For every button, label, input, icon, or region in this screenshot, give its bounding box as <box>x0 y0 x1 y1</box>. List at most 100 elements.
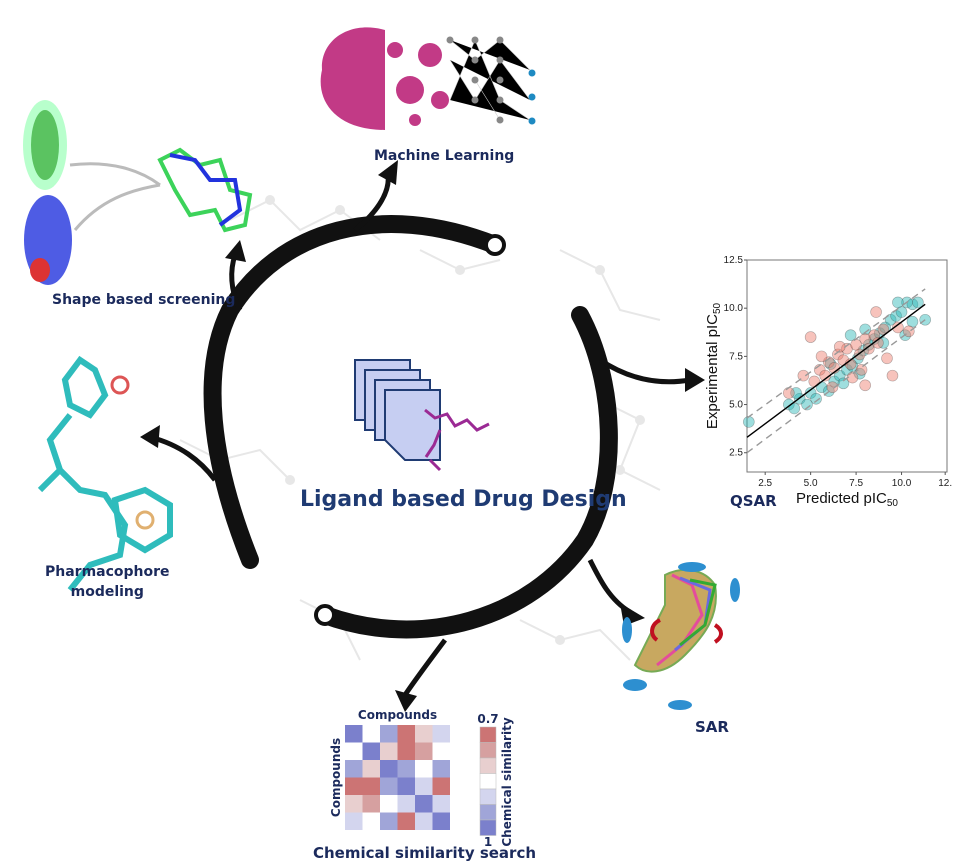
heatmap-cell <box>380 795 398 813</box>
heatmap-cell <box>432 725 450 743</box>
data-point-test <box>868 329 881 341</box>
pharmacophore-label-line1: Pharmacophore <box>45 564 170 580</box>
heatmap-cell <box>432 760 450 778</box>
x-axis-label-subscript: 50 <box>887 498 899 509</box>
heatmap-cell <box>380 742 398 760</box>
colorbar-bottom-label: 1 <box>484 835 492 849</box>
colorbar-swatch <box>479 804 497 821</box>
ligand-document-icon <box>354 359 490 472</box>
data-point-train <box>790 387 802 399</box>
y-tick-label: 2.5 <box>729 448 743 459</box>
data-point-test <box>808 375 821 388</box>
x-axis-label: Predicted pIC50 <box>796 490 898 509</box>
data-point-test <box>881 352 893 365</box>
data-point-test <box>804 331 817 343</box>
colorbar-top-label: 0.7 <box>477 712 498 726</box>
bottom-arc-handle <box>314 604 336 626</box>
sar-binding-pocket <box>622 562 740 710</box>
heatmap-cell <box>397 795 415 813</box>
heatmap-cell <box>380 777 398 795</box>
y-tick-label: 10.0 <box>724 303 744 314</box>
heatmap-cell <box>415 760 433 778</box>
heatmap-cell <box>362 812 380 830</box>
data-point-test <box>859 379 871 392</box>
heatmap-cell <box>362 760 380 778</box>
pharmacophore-molecule <box>37 355 173 592</box>
data-point-train <box>846 360 859 372</box>
heatmap-column-label: Compounds <box>358 708 437 722</box>
data-point-train <box>892 296 904 309</box>
data-point-test <box>815 350 828 363</box>
heatmap-cell <box>397 777 415 795</box>
data-point-train <box>906 298 919 311</box>
data-point-test <box>886 369 899 382</box>
y-tick-label: 5.0 <box>729 400 743 411</box>
lower-band-line <box>746 319 926 454</box>
heatmap-cell <box>345 812 363 830</box>
data-point-test <box>826 381 839 394</box>
machine-learning-brain-icon <box>320 27 536 130</box>
colorbar-swatch <box>479 819 497 836</box>
upper-band-line <box>746 288 926 419</box>
sar-label: SAR <box>695 718 729 736</box>
heatmap-cell <box>362 795 380 813</box>
heatmap-cell <box>415 777 433 795</box>
heatmap-cell <box>432 777 450 795</box>
heatmap-cell <box>415 742 433 760</box>
data-point-train <box>844 329 857 341</box>
cycle-arrows <box>140 160 705 712</box>
heatmap-cell <box>415 725 433 743</box>
top-arc-handle <box>484 234 506 256</box>
data-point-train <box>877 337 890 349</box>
y-axis-label: Experimental pIC50 <box>704 302 723 429</box>
heatmap-cell <box>397 742 415 760</box>
data-point-test <box>859 333 871 345</box>
heatmap-cell <box>415 812 433 830</box>
y-tick-label: 7.5 <box>729 351 743 362</box>
data-point-test <box>841 342 853 355</box>
data-point-train <box>895 306 908 318</box>
data-point-train <box>804 387 817 399</box>
heatmap-row-label: Compounds <box>329 738 343 817</box>
data-point-train <box>906 315 919 328</box>
heatmap-cell <box>380 760 398 778</box>
data-point-test <box>823 356 835 368</box>
data-point-test <box>863 342 875 355</box>
heatmap-cell <box>397 760 415 778</box>
data-point-train <box>810 392 822 405</box>
data-point-test <box>870 306 882 318</box>
heatmap-cell <box>345 795 363 813</box>
data-point-train <box>824 358 837 370</box>
heatmap-cell <box>345 725 363 743</box>
data-point-train <box>912 296 924 309</box>
heatmap-cell <box>397 812 415 830</box>
heatmap-cell <box>397 725 415 743</box>
heatmap-cell <box>362 725 380 743</box>
colorbar-swatch <box>479 788 497 805</box>
heatmap-cell <box>380 725 398 743</box>
heatmap-cell <box>432 812 450 830</box>
colorbar-swatch <box>479 742 497 759</box>
x-tick-label: 5.0 <box>804 478 818 489</box>
y-axis-label-subscript: 50 <box>712 302 723 314</box>
colorbar-label: Chemical similarity <box>500 717 514 846</box>
heatmap-cell <box>362 742 380 760</box>
similarity-search-label: Chemical similarity search <box>313 844 537 862</box>
shape-screening-label: Shape based screening <box>52 292 236 308</box>
x-tick-label: 12. <box>938 478 952 489</box>
data-point-test <box>892 321 904 334</box>
data-point-train <box>884 313 897 326</box>
data-point-train <box>863 338 875 351</box>
fit-line <box>746 303 926 438</box>
colorbar-swatch <box>479 726 497 743</box>
plot-frame <box>746 259 948 473</box>
colorbar-swatch <box>479 773 497 790</box>
pharmacophore-label: Pharmacophore modeling <box>45 562 170 602</box>
heatmap-cell <box>345 742 363 760</box>
data-point-train <box>743 416 755 428</box>
x-tick-label: 10.0 <box>892 478 912 489</box>
pharmacophore-label-line2: modeling <box>70 584 144 600</box>
